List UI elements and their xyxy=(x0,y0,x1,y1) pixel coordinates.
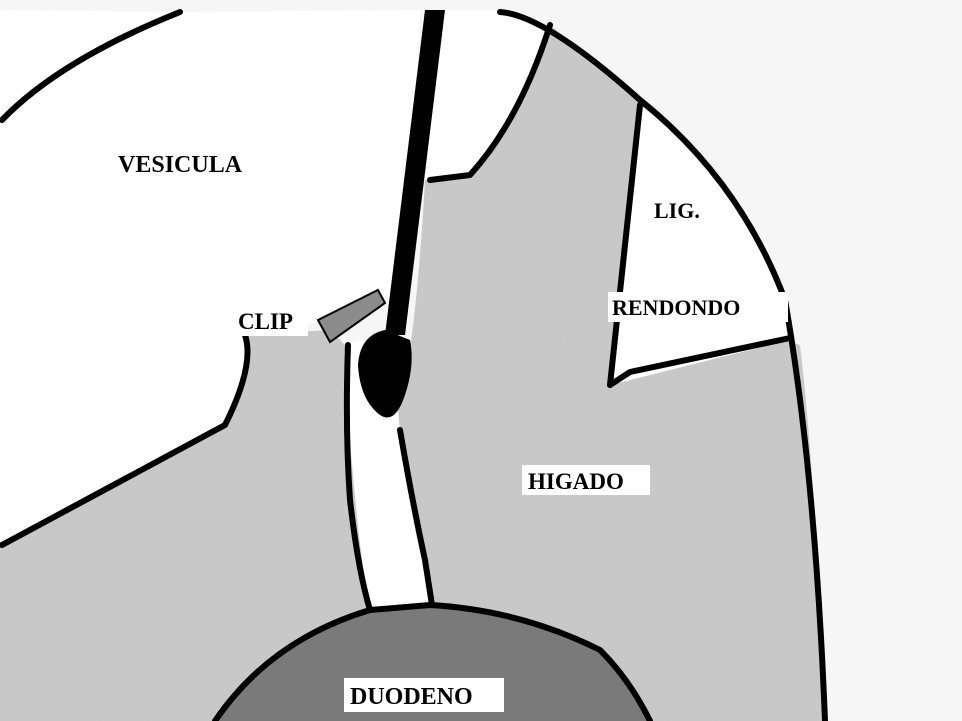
label-clip: CLIP xyxy=(238,309,293,334)
label-higado: HIGADO xyxy=(528,469,624,494)
label-duodeno: DUODENO xyxy=(350,684,473,710)
label-rendondo: RENDONDO xyxy=(612,295,740,320)
label-lig: LIG. xyxy=(654,198,700,223)
label-vesicula: VESICULA xyxy=(118,152,243,178)
